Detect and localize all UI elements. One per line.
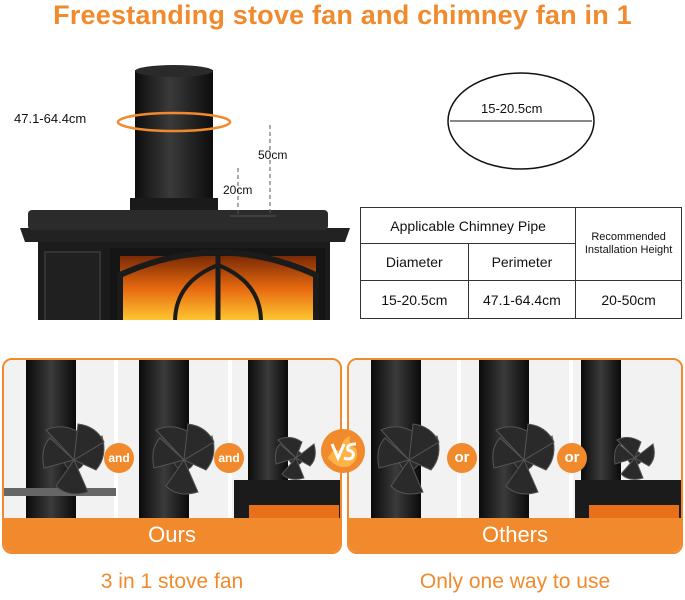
others-caption: Only one way to use bbox=[419, 570, 611, 593]
table-col-diameter: Diameter bbox=[360, 243, 469, 281]
ours-panel: and and Ours bbox=[2, 358, 342, 554]
diameter-label: 15-20.5cm bbox=[481, 101, 543, 116]
page-title: Freestanding stove fan and chimney fan i… bbox=[53, 0, 632, 30]
table-col-perimeter: Perimeter bbox=[467, 243, 577, 281]
and-badge-2: and bbox=[214, 443, 244, 473]
ours-label: Ours bbox=[4, 518, 340, 552]
others-label: Others bbox=[349, 518, 681, 552]
table-header-chimney: Applicable Chimney Pipe bbox=[359, 207, 577, 244]
or-badge-2: or bbox=[557, 443, 587, 473]
or-badge-1: or bbox=[447, 443, 477, 473]
vs-flame-icon bbox=[321, 429, 365, 473]
table-value-height: 20-50cm bbox=[575, 280, 682, 319]
table-value-diameter: 15-20.5cm bbox=[360, 280, 469, 319]
ours-caption: 3 in 1 stove fan bbox=[100, 570, 244, 593]
min-height-label: 20cm bbox=[223, 183, 253, 197]
and-badge-1: and bbox=[104, 443, 134, 473]
table-value-perimeter: 47.1-64.4cm bbox=[467, 280, 577, 319]
table-header-height: Recommended Installation Height bbox=[575, 207, 682, 281]
pipe-diameter-diagram bbox=[447, 72, 595, 170]
perimeter-label: 47.1-64.4cm bbox=[14, 111, 87, 126]
spec-table: Applicable Chimney Pipe Recommended Inst… bbox=[359, 207, 682, 319]
others-panel: or or Others bbox=[347, 358, 683, 554]
max-height-label: 50cm bbox=[258, 148, 288, 162]
stove-illustration bbox=[0, 60, 360, 320]
